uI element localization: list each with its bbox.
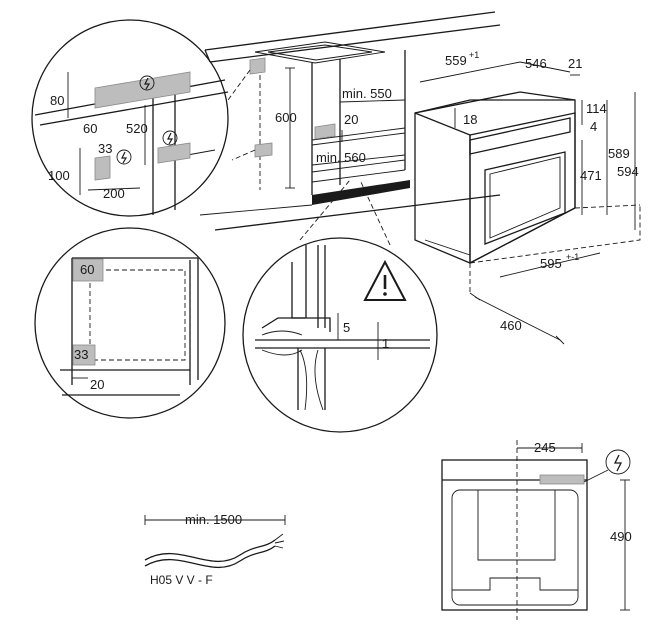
dim-595: 595 [540,256,562,271]
power-cable: min. 1500 H05 V V - F [144,512,286,587]
electric-symbol-icon [139,75,155,91]
dim-60-detail: 60 [80,262,94,277]
dim-546: 546 [525,56,547,71]
dim-100: 100 [48,168,70,183]
dim-min-1500: min. 1500 [185,512,242,527]
cabinet-side-detail: 60 33 20 [34,227,226,419]
electric-symbol-icon [605,449,631,475]
dim-595-tolerance: +-1 [566,252,579,262]
dim-520: 520 [126,121,148,136]
dim-559: 559 [445,53,467,68]
dim-20-cabinet: 20 [344,112,358,127]
dim-18: 18 [463,112,477,127]
oven-front-view: 245 490 [441,440,632,620]
dim-80: 80 [50,93,64,108]
dim-5: 5 [343,320,350,335]
dim-60-top: 60 [83,121,97,136]
electric-symbol-icon [162,130,178,146]
dim-21: 21 [568,56,582,71]
dim-490: 490 [610,529,632,544]
dim-min-550: min. 550 [342,86,392,101]
dim-33-top: 33 [98,141,112,156]
dim-33-detail: 33 [74,347,88,362]
dim-min-560: min. 560 [316,150,366,165]
warning-triangle-icon [363,259,407,301]
dim-559-tolerance: +1 [469,50,479,60]
dim-245: 245 [534,440,556,455]
dim-594: 594 [617,164,639,179]
dim-460: 460 [500,318,522,333]
electric-symbol-icon [116,149,132,165]
cable-type-label: H05 V V - F [150,573,213,587]
dim-4: 4 [590,119,597,134]
oven-perspective: 559 +1 546 21 18 114 4 471 589 594 595 +… [414,50,641,345]
dim-114: 114 [586,101,607,116]
dim-1: 1 [382,336,389,351]
dim-20-detail: 20 [90,377,104,392]
dim-589: 589 [608,146,630,161]
cabinet-perspective: 600 min. 550 20 min. 560 [199,11,501,231]
dim-471: 471 [580,168,602,183]
wall-socket-detail: 80 60 520 33 100 200 [31,19,229,217]
gap-detail: 5 1 [242,179,438,433]
dim-600: 600 [275,110,297,125]
dim-200: 200 [103,186,125,201]
